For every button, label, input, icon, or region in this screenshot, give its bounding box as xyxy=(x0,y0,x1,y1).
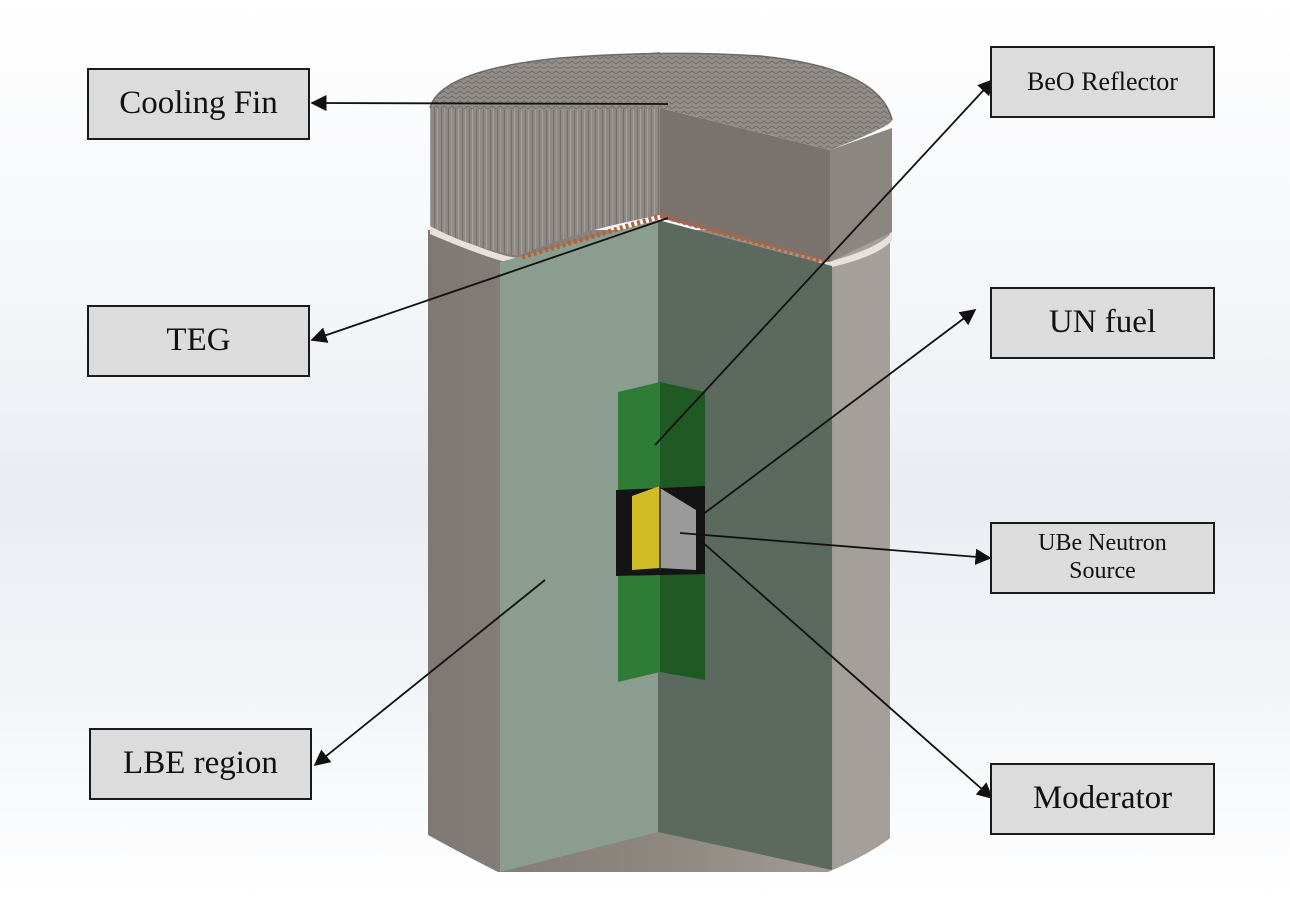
label-moderator: Moderator xyxy=(990,763,1215,835)
arrow-beo-reflector xyxy=(654,78,995,446)
beo-reflector-lower-side xyxy=(660,568,705,680)
shell-right-highlight xyxy=(835,232,890,868)
arrow-un-fuel xyxy=(701,309,977,516)
label-un-fuel-text: UN fuel xyxy=(1048,304,1157,341)
label-teg: TEG xyxy=(87,305,310,377)
label-teg-text: TEG xyxy=(166,322,231,359)
lbe-region-side xyxy=(658,220,832,870)
label-beo-reflector-text: BeO Reflector xyxy=(1027,67,1178,97)
cooling-fin-top xyxy=(430,53,892,150)
label-lbe-region-text: LBE region xyxy=(123,745,278,782)
arrow-lbe-region xyxy=(313,579,546,767)
cooling-fin-cut-right xyxy=(830,128,892,262)
cooling-fin-top-edge xyxy=(429,52,893,121)
beo-reflector-lower-front xyxy=(618,568,660,682)
label-cooling-fin-text: Cooling Fin xyxy=(119,85,278,122)
label-cooling-fin: Cooling Fin xyxy=(87,68,310,140)
arrow-teg xyxy=(310,217,669,343)
beo-reflector-upper-side xyxy=(660,382,705,490)
arrow-ube-source xyxy=(679,532,992,565)
arrow-cooling-fin xyxy=(310,94,669,112)
cooling-fin-cut-front xyxy=(660,108,830,262)
label-lbe-region: LBE region xyxy=(89,728,312,800)
beo-reflector-upper-front xyxy=(618,382,660,492)
label-ube-source-line1: UBe Neutron xyxy=(1038,530,1167,557)
label-un-fuel: UN fuel xyxy=(990,287,1215,359)
arrow-moderator xyxy=(699,539,994,800)
label-moderator-text: Moderator xyxy=(1032,780,1173,817)
label-ube-source-line2: Source xyxy=(1069,558,1136,584)
lbe-region-front xyxy=(500,220,658,872)
label-ube-source: UBe Neutron Source xyxy=(990,522,1215,594)
teg-band xyxy=(521,213,827,265)
label-beo-reflector: BeO Reflector xyxy=(990,46,1215,118)
ube-source-grey xyxy=(660,488,696,570)
un-fuel-yellow xyxy=(632,486,660,570)
